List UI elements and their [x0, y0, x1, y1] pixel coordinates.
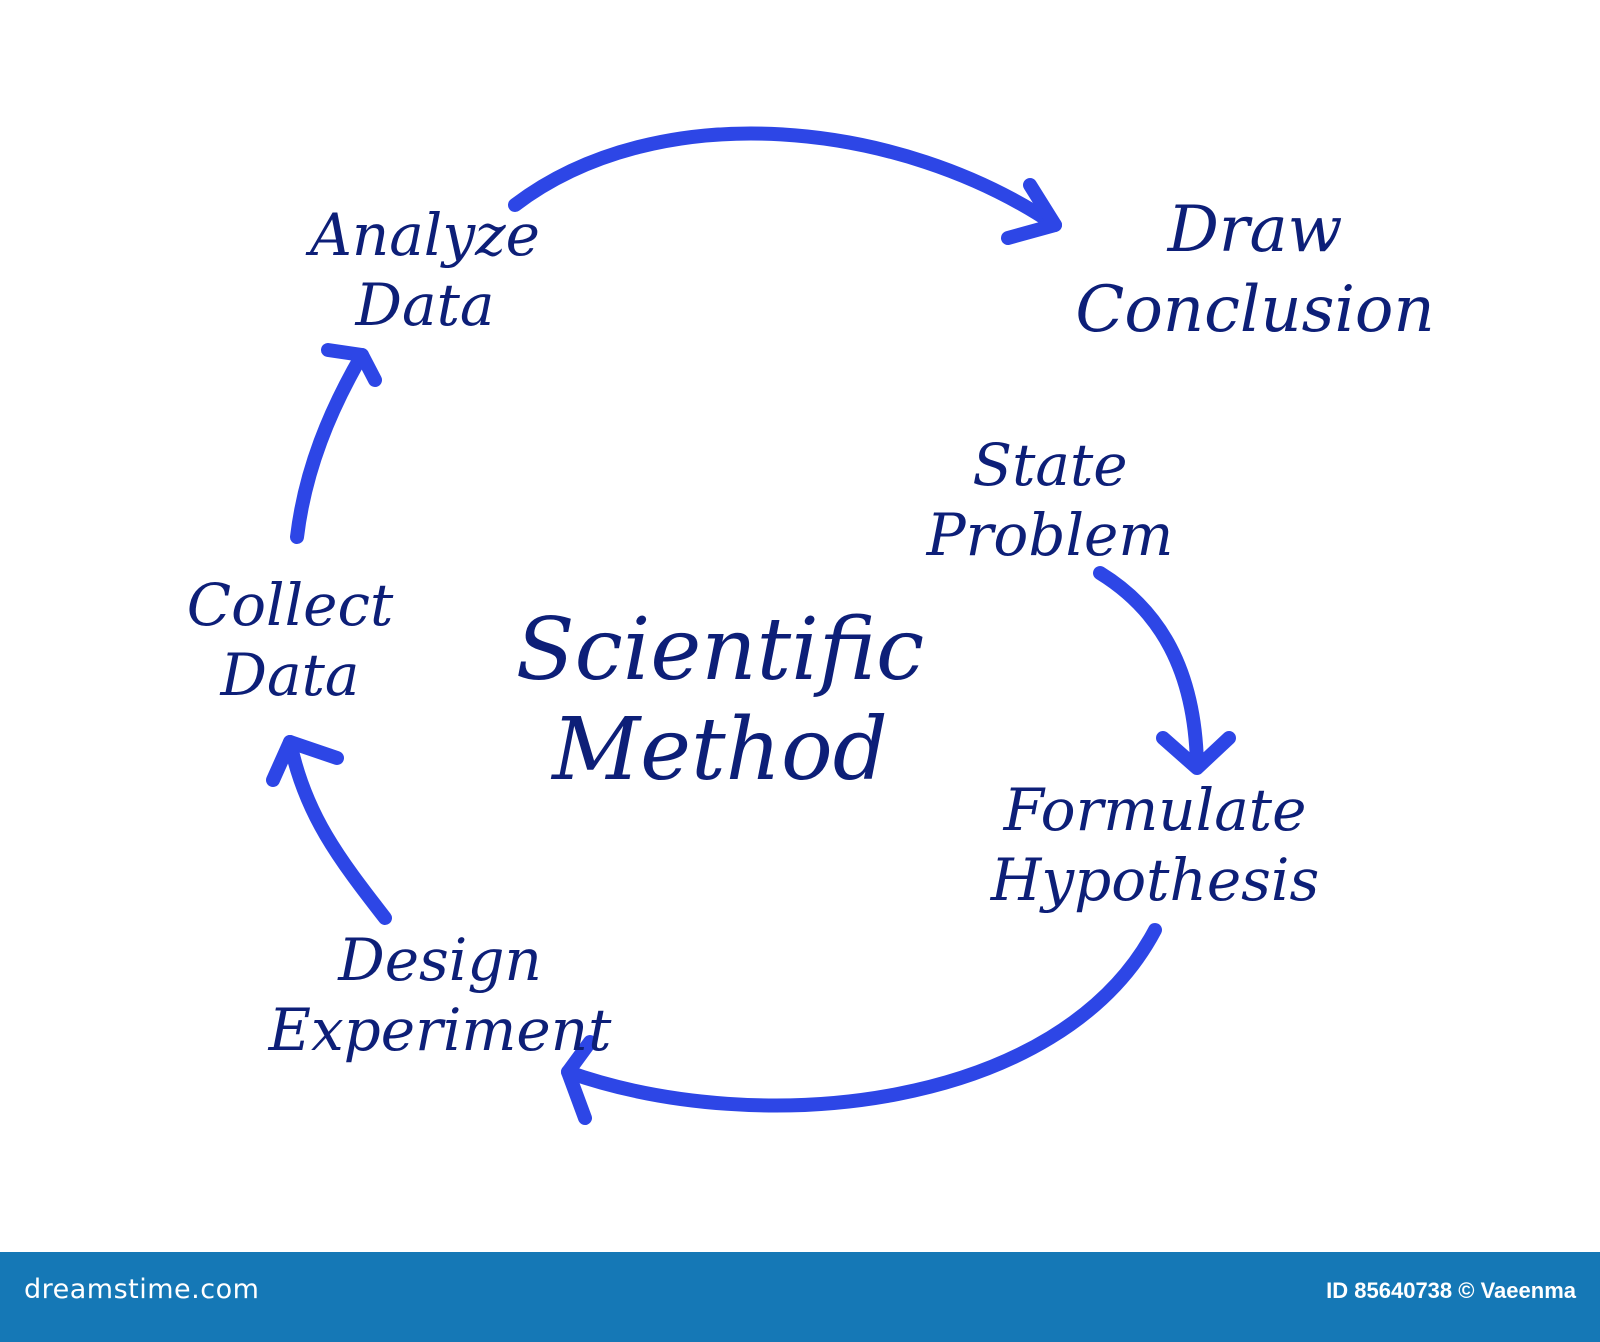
arrow-collect-to-analyze: [290, 348, 369, 544]
arrow-analyze-to-conclusion: [508, 126, 1062, 232]
arrow-head-analyze-to-conclusion: [1001, 178, 1062, 245]
footer-brand-logo: dreamstime.com: [24, 1274, 260, 1305]
step-collect-data: Collect Data: [155, 570, 425, 710]
step-analyze-data-line1: Analyze: [309, 201, 541, 269]
arrow-head-hypothesis-to-experiment: [561, 1035, 597, 1125]
step-analyze-data-line2: Data: [355, 271, 495, 339]
step-formulate-hypothesis: Formulate Hypothesis: [960, 775, 1350, 915]
step-state-problem: State Problem: [900, 430, 1200, 570]
arrow-head-experiment-to-collect: [266, 735, 344, 787]
arrow-hypothesis-to-experiment: [561, 923, 1162, 1113]
step-formulate-hypothesis-line1: Formulate: [1003, 776, 1307, 844]
step-design-experiment-line1: Design: [338, 926, 542, 994]
center-title: Scientific Method: [460, 600, 980, 800]
step-draw-conclusion-line1: Draw: [1167, 193, 1343, 267]
step-design-experiment: Design Experiment: [240, 925, 640, 1065]
step-draw-conclusion-line2: Conclusion: [1075, 273, 1435, 347]
step-design-experiment-line2: Experiment: [268, 996, 612, 1064]
footer-credit: ID 85640738 © Vaeenma: [1326, 1278, 1576, 1303]
step-draw-conclusion: Draw Conclusion: [1030, 190, 1480, 350]
step-analyze-data: Analyze Data: [275, 200, 575, 340]
arrow-head-collect-to-analyze: [321, 343, 382, 387]
cycle-arrows: [266, 126, 1236, 1125]
step-collect-data-line2: Data: [220, 641, 360, 709]
center-title-line2: Method: [552, 700, 888, 800]
step-state-problem-line1: State: [972, 431, 1128, 499]
arrow-head-problem-to-hypothesis: [1156, 731, 1236, 775]
arrow-problem-to-hypothesis: [1093, 566, 1204, 772]
center-title-line1: Scientific: [515, 600, 925, 700]
step-state-problem-line2: Problem: [926, 501, 1174, 569]
step-collect-data-line1: Collect: [186, 571, 394, 639]
footer-bar: dreamstime.com ID 85640738 © Vaeenma: [0, 1252, 1600, 1342]
arrow-experiment-to-collect: [283, 735, 392, 925]
step-formulate-hypothesis-line2: Hypothesis: [990, 846, 1320, 914]
